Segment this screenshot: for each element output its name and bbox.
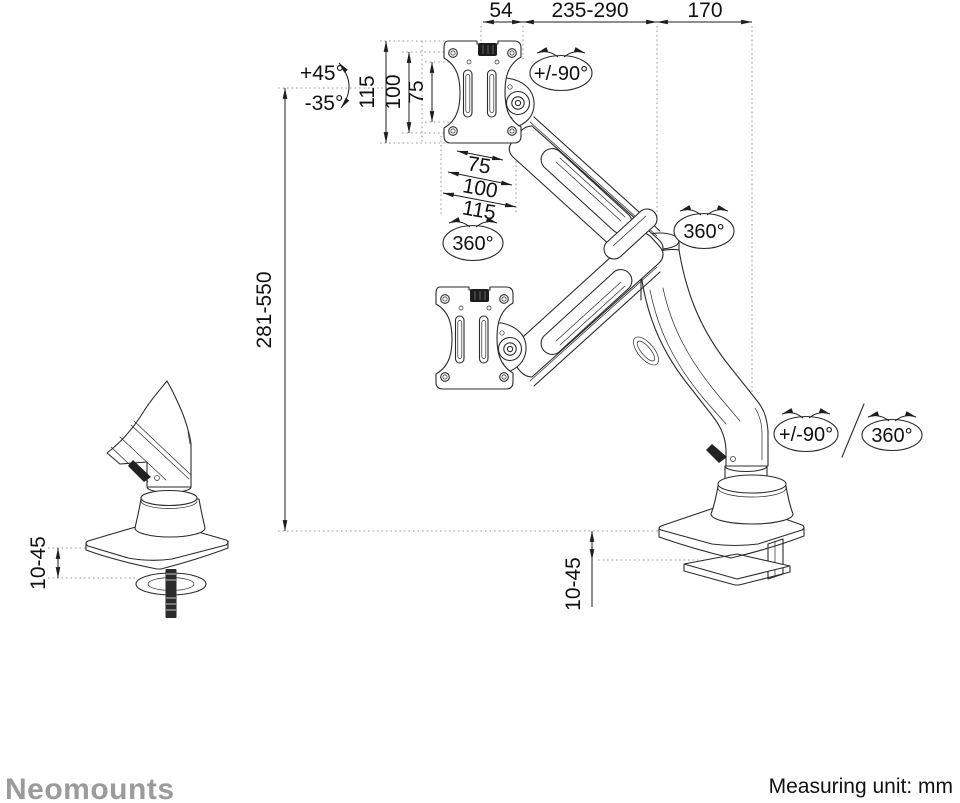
badge-label-swivel-vesa: 360° [452, 233, 493, 255]
separator-slash [841, 403, 865, 458]
badge-label-vesa-rotation: +/-90° [534, 63, 588, 85]
vesa-slots [462, 69, 497, 118]
dimension-vesa-v75: 75 [405, 61, 435, 123]
dim-label-vesa-width: 115 [461, 196, 498, 224]
grommet-mount-view [85, 380, 229, 618]
badge-swivel-vesa: 360° [442, 217, 504, 262]
dimension-clamp-desk: 10-45 [562, 530, 595, 611]
base-collar [710, 474, 794, 525]
footer: Neomounts Measuring unit: mm [5, 773, 953, 803]
dim-label-clamp-grommet: 10-45 [27, 536, 50, 590]
arm-end-stop [706, 444, 727, 463]
dim-label-clamp-desk: 10-45 [562, 557, 585, 611]
dim-label-vesa-height: 115 [356, 75, 379, 108]
guide-lines [48, 26, 753, 579]
badge-swivel-elbow: 360° [673, 205, 735, 250]
dimension-vesa-v100: 100 [382, 51, 412, 134]
dim-label-base-offset: 170 [687, 0, 722, 22]
dim-label-height-range: 281-550 [253, 271, 276, 348]
desk-clamp [683, 538, 791, 586]
badge-label-swivel-elbow: 360° [683, 221, 724, 243]
arm-stub [106, 380, 192, 494]
dimension-vesa-height: 115 [356, 40, 389, 144]
dim-label-vesa-v75: 75 [405, 80, 428, 103]
tilt-up-label: +45° [300, 62, 344, 85]
quick-release-knob [478, 43, 497, 56]
badge-base-swivel: +/-90° [773, 408, 839, 453]
tilt-bracket-upper [504, 77, 535, 130]
dimension-arm-reach: 235-290 [522, 0, 658, 25]
vesa-corner-holes [448, 48, 517, 136]
rotation-badges: +/-90° 360° 360° +/-90° 360° [442, 47, 923, 458]
tilt-arc-arrow [338, 62, 350, 109]
dim-label-arm-reach: 235-290 [551, 0, 628, 22]
badge-label-base-rotation: 360° [871, 425, 912, 447]
gas-spring-arm-lower [508, 232, 664, 387]
forearm [633, 248, 769, 467]
dimension-base-offset: 170 [656, 0, 753, 25]
vesa-plate-top [443, 40, 522, 144]
dim-label-vesa-v100: 100 [382, 74, 405, 109]
badge-base-rotation: 360° [861, 411, 923, 452]
brand-logo: Neomounts [5, 773, 175, 803]
dimension-clamp-grommet: 10-45 [27, 536, 61, 590]
dimension-vesa-width: 115 [442, 192, 517, 225]
dimension-height-range: 281-550 [253, 87, 288, 532]
grommet-collar [134, 489, 206, 538]
tilt-down-label: -35° [305, 92, 344, 115]
cable-clip-slot [633, 336, 659, 366]
dim-label-pivot-depth: 54 [489, 0, 513, 22]
dimension-pivot-depth: 54 [482, 0, 524, 25]
threaded-rod [165, 569, 177, 618]
badge-label-base-swivel: +/-90° [779, 424, 833, 446]
monitor-arm-main-view [435, 40, 805, 586]
badge-vesa-rotation: +/-90° [529, 47, 593, 92]
dimension-annotations: 54 235-290 170 115 100 75 75 [27, 0, 753, 611]
cable-hook [603, 208, 658, 260]
tilt-angle-annotation: +45° -35° [300, 62, 350, 115]
measuring-unit-label: Measuring unit: mm [769, 775, 953, 798]
